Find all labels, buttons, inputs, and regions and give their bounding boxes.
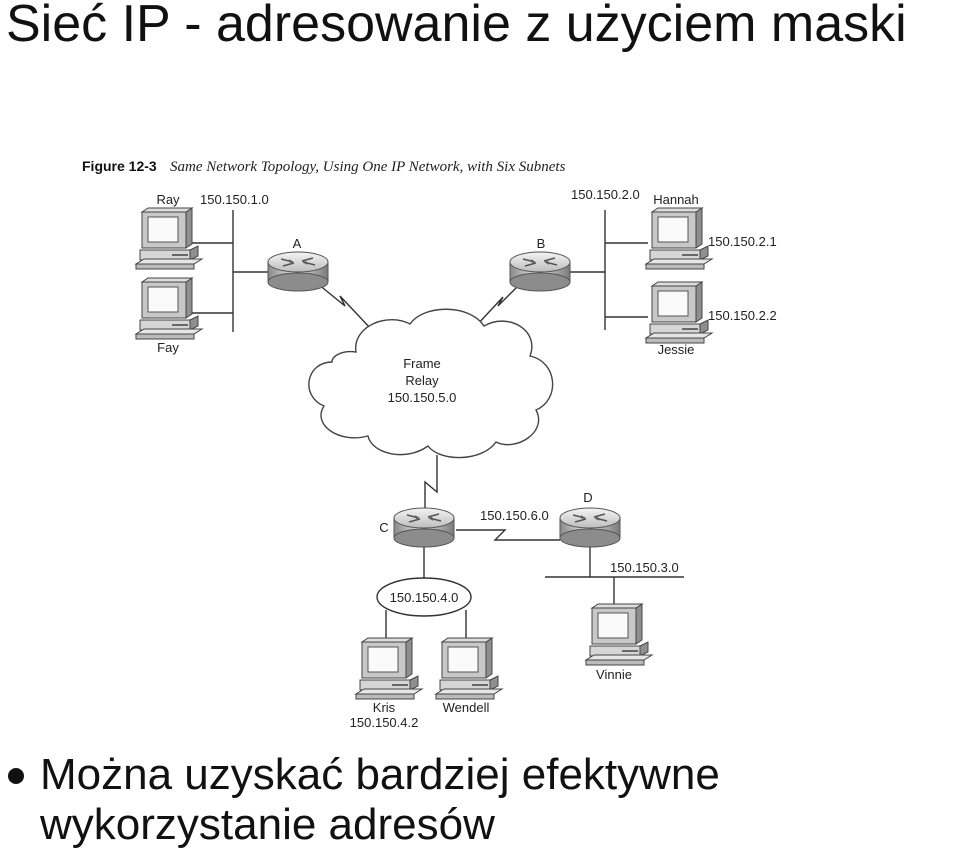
figure-label: Figure 12-3 <box>82 158 157 174</box>
bullet-text-line2: wykorzystanie adresów <box>40 800 495 849</box>
host-ip-kris: 150.150.4.2 <box>350 715 419 730</box>
router-c-icon <box>393 507 455 548</box>
figure-caption: Same Network Topology, Using One IP Netw… <box>170 159 566 175</box>
pc-jessie-icon <box>645 281 713 344</box>
cloud-label-line1: Frame <box>403 356 441 371</box>
serial-link-c <box>424 455 438 510</box>
host-label-fay: Fay <box>157 340 179 355</box>
pc-kris-icon <box>355 637 423 700</box>
router-c-label: C <box>379 520 388 535</box>
bullet-text-line1: Można uzyskać bardziej efektywne <box>40 750 720 799</box>
slide-title: Sieć IP - adresowanie z użyciem maski <box>6 0 907 53</box>
router-d-icon <box>559 507 621 548</box>
subnet-label-150-150-4-0: 150.150.4.0 <box>390 590 459 605</box>
serial-link-a <box>317 283 373 331</box>
host-label-hannah: Hannah <box>653 192 699 207</box>
router-d-label: D <box>583 490 592 505</box>
cloud-label-line2: Relay <box>405 373 439 388</box>
host-label-kris: Kris <box>373 700 396 715</box>
subnet-label-150-150-2-0: 150.150.2.0 <box>571 187 640 202</box>
network-diagram: Figure 12-3 Same Network Topology, Using… <box>82 158 777 730</box>
bullet-dot-icon <box>8 768 24 784</box>
host-ip-hannah: 150.150.2.1 <box>708 234 777 249</box>
host-label-wendell: Wendell <box>443 700 490 715</box>
frame-relay-cloud <box>308 308 554 459</box>
host-label-ray: Ray <box>156 192 180 207</box>
router-b-icon <box>509 251 571 292</box>
subnet-ellipse-150-150-4-0 <box>376 577 472 617</box>
router-b-label: B <box>537 236 546 251</box>
host-label-jessie: Jessie <box>658 342 695 357</box>
router-a-icon <box>267 251 329 292</box>
serial-link-b <box>475 283 521 327</box>
serial-link-cd <box>456 529 560 541</box>
pc-ray-icon <box>135 207 203 270</box>
pc-fay-icon <box>135 277 203 340</box>
subnet-label-150-150-3-0: 150.150.3.0 <box>610 560 679 575</box>
host-label-vinnie: Vinnie <box>596 667 632 682</box>
subnet-label-150-150-1-0: 150.150.1.0 <box>200 192 269 207</box>
host-ip-jessie: 150.150.2.2 <box>708 308 777 323</box>
pc-hannah-icon <box>645 207 713 270</box>
router-a-label: A <box>293 236 302 251</box>
pc-wendell-icon <box>435 637 503 700</box>
pc-vinnie-icon <box>585 603 653 666</box>
cloud-label-line3: 150.150.5.0 <box>388 390 457 405</box>
subnet-label-150-150-6-0: 150.150.6.0 <box>480 508 549 523</box>
